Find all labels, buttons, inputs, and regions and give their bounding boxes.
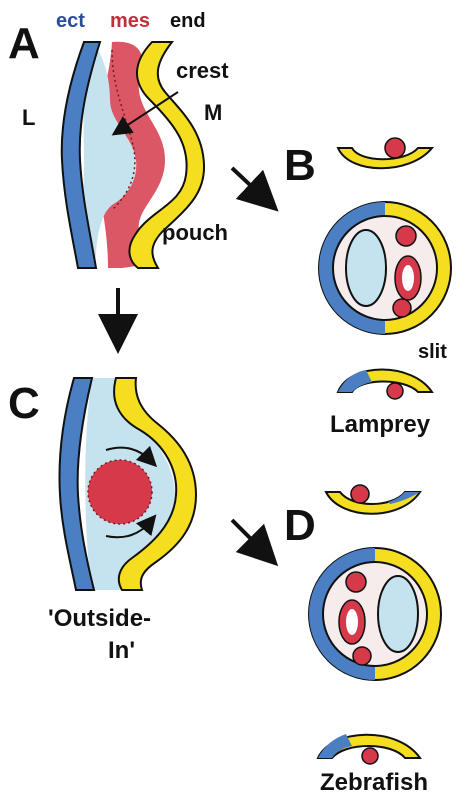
caption-zebrafish: Zebrafish: [320, 769, 428, 796]
arrow-down-right-icon: [232, 168, 264, 198]
label-slit: slit: [418, 341, 447, 363]
label-pouch: pouch: [162, 220, 228, 245]
label-ect: ect: [56, 10, 85, 32]
panel-letter-b: B: [284, 141, 316, 190]
panel-letter-c: C: [8, 379, 40, 428]
panel-letter-d: D: [284, 501, 316, 550]
panel-c: [60, 378, 196, 590]
arrow-down-right-icon: [232, 520, 264, 552]
mesoderm-core: [88, 460, 152, 524]
label-crest: crest: [176, 58, 229, 83]
label-lateral: L: [22, 105, 35, 130]
caption-outside-in-1: 'Outside-: [48, 605, 151, 632]
crest-cell-d: [378, 576, 418, 652]
label-medial: M: [204, 100, 222, 125]
crest-cell: [346, 230, 386, 306]
caption-outside-in-2: In': [108, 637, 135, 664]
panel-d: [309, 485, 441, 764]
label-end: end: [170, 10, 206, 32]
caption-lamprey: Lamprey: [330, 411, 431, 438]
label-mes: mes: [110, 10, 150, 32]
panel-letter-a: A: [8, 19, 40, 68]
